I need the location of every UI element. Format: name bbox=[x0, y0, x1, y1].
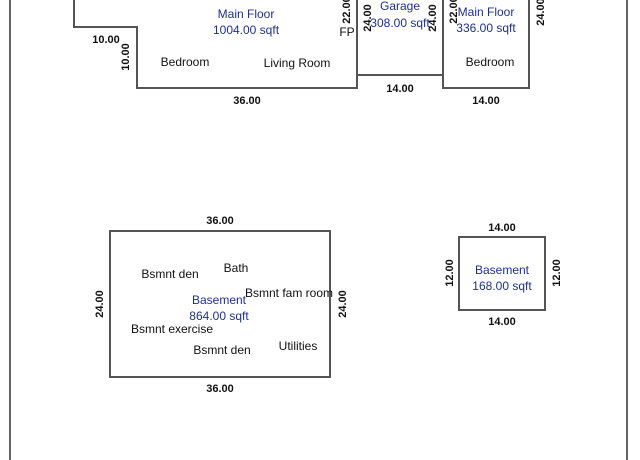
basement-2-section: 14.00 14.00 12.00 12.00 Basement 168.00 … bbox=[444, 222, 563, 328]
dim-main-floor-left-side: 10.00 bbox=[120, 43, 132, 71]
main-floor-section: Main Floor 1004.00 sqft Bedroom Living R… bbox=[73, 0, 358, 107]
room-label-fireplace: FP bbox=[339, 25, 354, 39]
basement-area: 864.00 sqft bbox=[189, 309, 249, 323]
room-label-bath: Bath bbox=[224, 261, 249, 275]
main-floor-2-name: Main Floor bbox=[458, 5, 515, 19]
main-floor-2-outline bbox=[442, 0, 530, 89]
basement-2-outline bbox=[458, 236, 546, 311]
basement-section: 36.00 36.00 24.00 24.00 Basement 864.00 … bbox=[94, 215, 349, 395]
dim-main-floor-2-bottom: 14.00 bbox=[472, 95, 500, 107]
dim-basement-2-bottom: 14.00 bbox=[488, 316, 516, 328]
main-floor-2-section: Main Floor 336.00 sqft Bedroom 22.00 24.… bbox=[442, 0, 547, 107]
dim-garage-left: 24.00 bbox=[362, 4, 374, 32]
room-label-bsmnt-den-top: Bsmnt den bbox=[141, 267, 198, 281]
main-floor-area: 1004.00 sqft bbox=[213, 23, 280, 37]
room-label-bsmnt-den-bottom: Bsmnt den bbox=[193, 343, 250, 357]
room-label-bsmnt-exercise: Bsmnt exercise bbox=[131, 322, 213, 336]
dim-main-floor-bottom: 36.00 bbox=[233, 95, 261, 107]
dim-garage-bottom: 14.00 bbox=[386, 83, 414, 95]
basement-name: Basement bbox=[192, 293, 247, 307]
garage-section: Garage 308.00 sqft 24.00 24.00 14.00 bbox=[356, 0, 444, 95]
dim-garage-right: 24.00 bbox=[427, 4, 439, 32]
dim-basement-bottom: 36.00 bbox=[206, 383, 234, 395]
garage-area: 308.00 sqft bbox=[370, 16, 430, 30]
dim-basement-left: 24.00 bbox=[94, 290, 106, 318]
garage-name: Garage bbox=[380, 0, 420, 13]
room-label-bedroom-2: Bedroom bbox=[466, 55, 515, 69]
basement-2-area: 168.00 sqft bbox=[472, 279, 532, 293]
dim-main-floor-2-left: 22.00 bbox=[448, 0, 460, 24]
dim-basement-2-left: 12.00 bbox=[444, 259, 456, 287]
dim-main-floor-2-right: 24.00 bbox=[535, 0, 547, 26]
room-label-bedroom: Bedroom bbox=[161, 55, 210, 69]
dim-basement-top: 36.00 bbox=[206, 215, 234, 227]
dim-basement-right: 24.00 bbox=[337, 290, 349, 318]
basement-2-name: Basement bbox=[475, 263, 530, 277]
room-label-utilities: Utilities bbox=[279, 339, 318, 353]
dim-basement-2-top: 14.00 bbox=[488, 222, 516, 234]
room-label-bsmnt-fam-room: Bsmnt fam room bbox=[245, 286, 333, 300]
basement-outline bbox=[109, 230, 331, 378]
main-floor-name: Main Floor bbox=[218, 7, 275, 21]
dim-main-floor-left-offset: 10.00 bbox=[92, 34, 120, 46]
room-label-living-room: Living Room bbox=[264, 56, 331, 70]
main-floor-2-area: 336.00 sqft bbox=[456, 21, 516, 35]
dim-basement-2-right: 12.00 bbox=[551, 259, 563, 287]
dim-main-floor-right-side: 22.00 bbox=[341, 0, 353, 24]
